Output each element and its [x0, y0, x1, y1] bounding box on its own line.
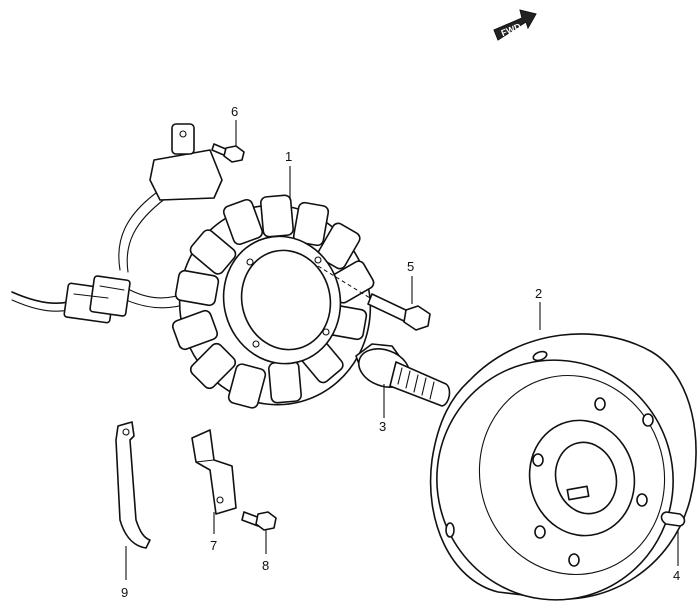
rotor-bolt-part-3 [355, 343, 451, 407]
callout-9: 9 [121, 585, 128, 600]
bolt-part-8 [241, 511, 277, 531]
fwd-arrow-icon: FWD [493, 9, 537, 41]
bolt-part-6 [211, 143, 245, 163]
leader-lines [125, 120, 679, 580]
clamp-part-9 [115, 421, 151, 549]
callout-1: 1 [285, 149, 292, 164]
callouts: 1 2 3 4 5 6 7 8 9 [121, 104, 680, 600]
callout-3: 3 [379, 419, 386, 434]
callout-5: 5 [407, 259, 414, 274]
bolt-part-5 [317, 265, 431, 331]
rotor-flywheel-part-2 [429, 333, 697, 601]
bracket-part-7 [191, 429, 237, 515]
callout-8: 8 [262, 558, 269, 573]
connector-plug [63, 275, 131, 324]
callout-7: 7 [210, 538, 217, 553]
pickup-coil [149, 123, 223, 201]
stator-part-1 [171, 194, 375, 409]
callout-4: 4 [673, 568, 680, 583]
wiring-harness [11, 123, 223, 324]
key-part-4 [660, 511, 686, 527]
callout-2: 2 [535, 286, 542, 301]
callout-6: 6 [231, 104, 238, 119]
fwd-label: FWD [500, 21, 523, 38]
